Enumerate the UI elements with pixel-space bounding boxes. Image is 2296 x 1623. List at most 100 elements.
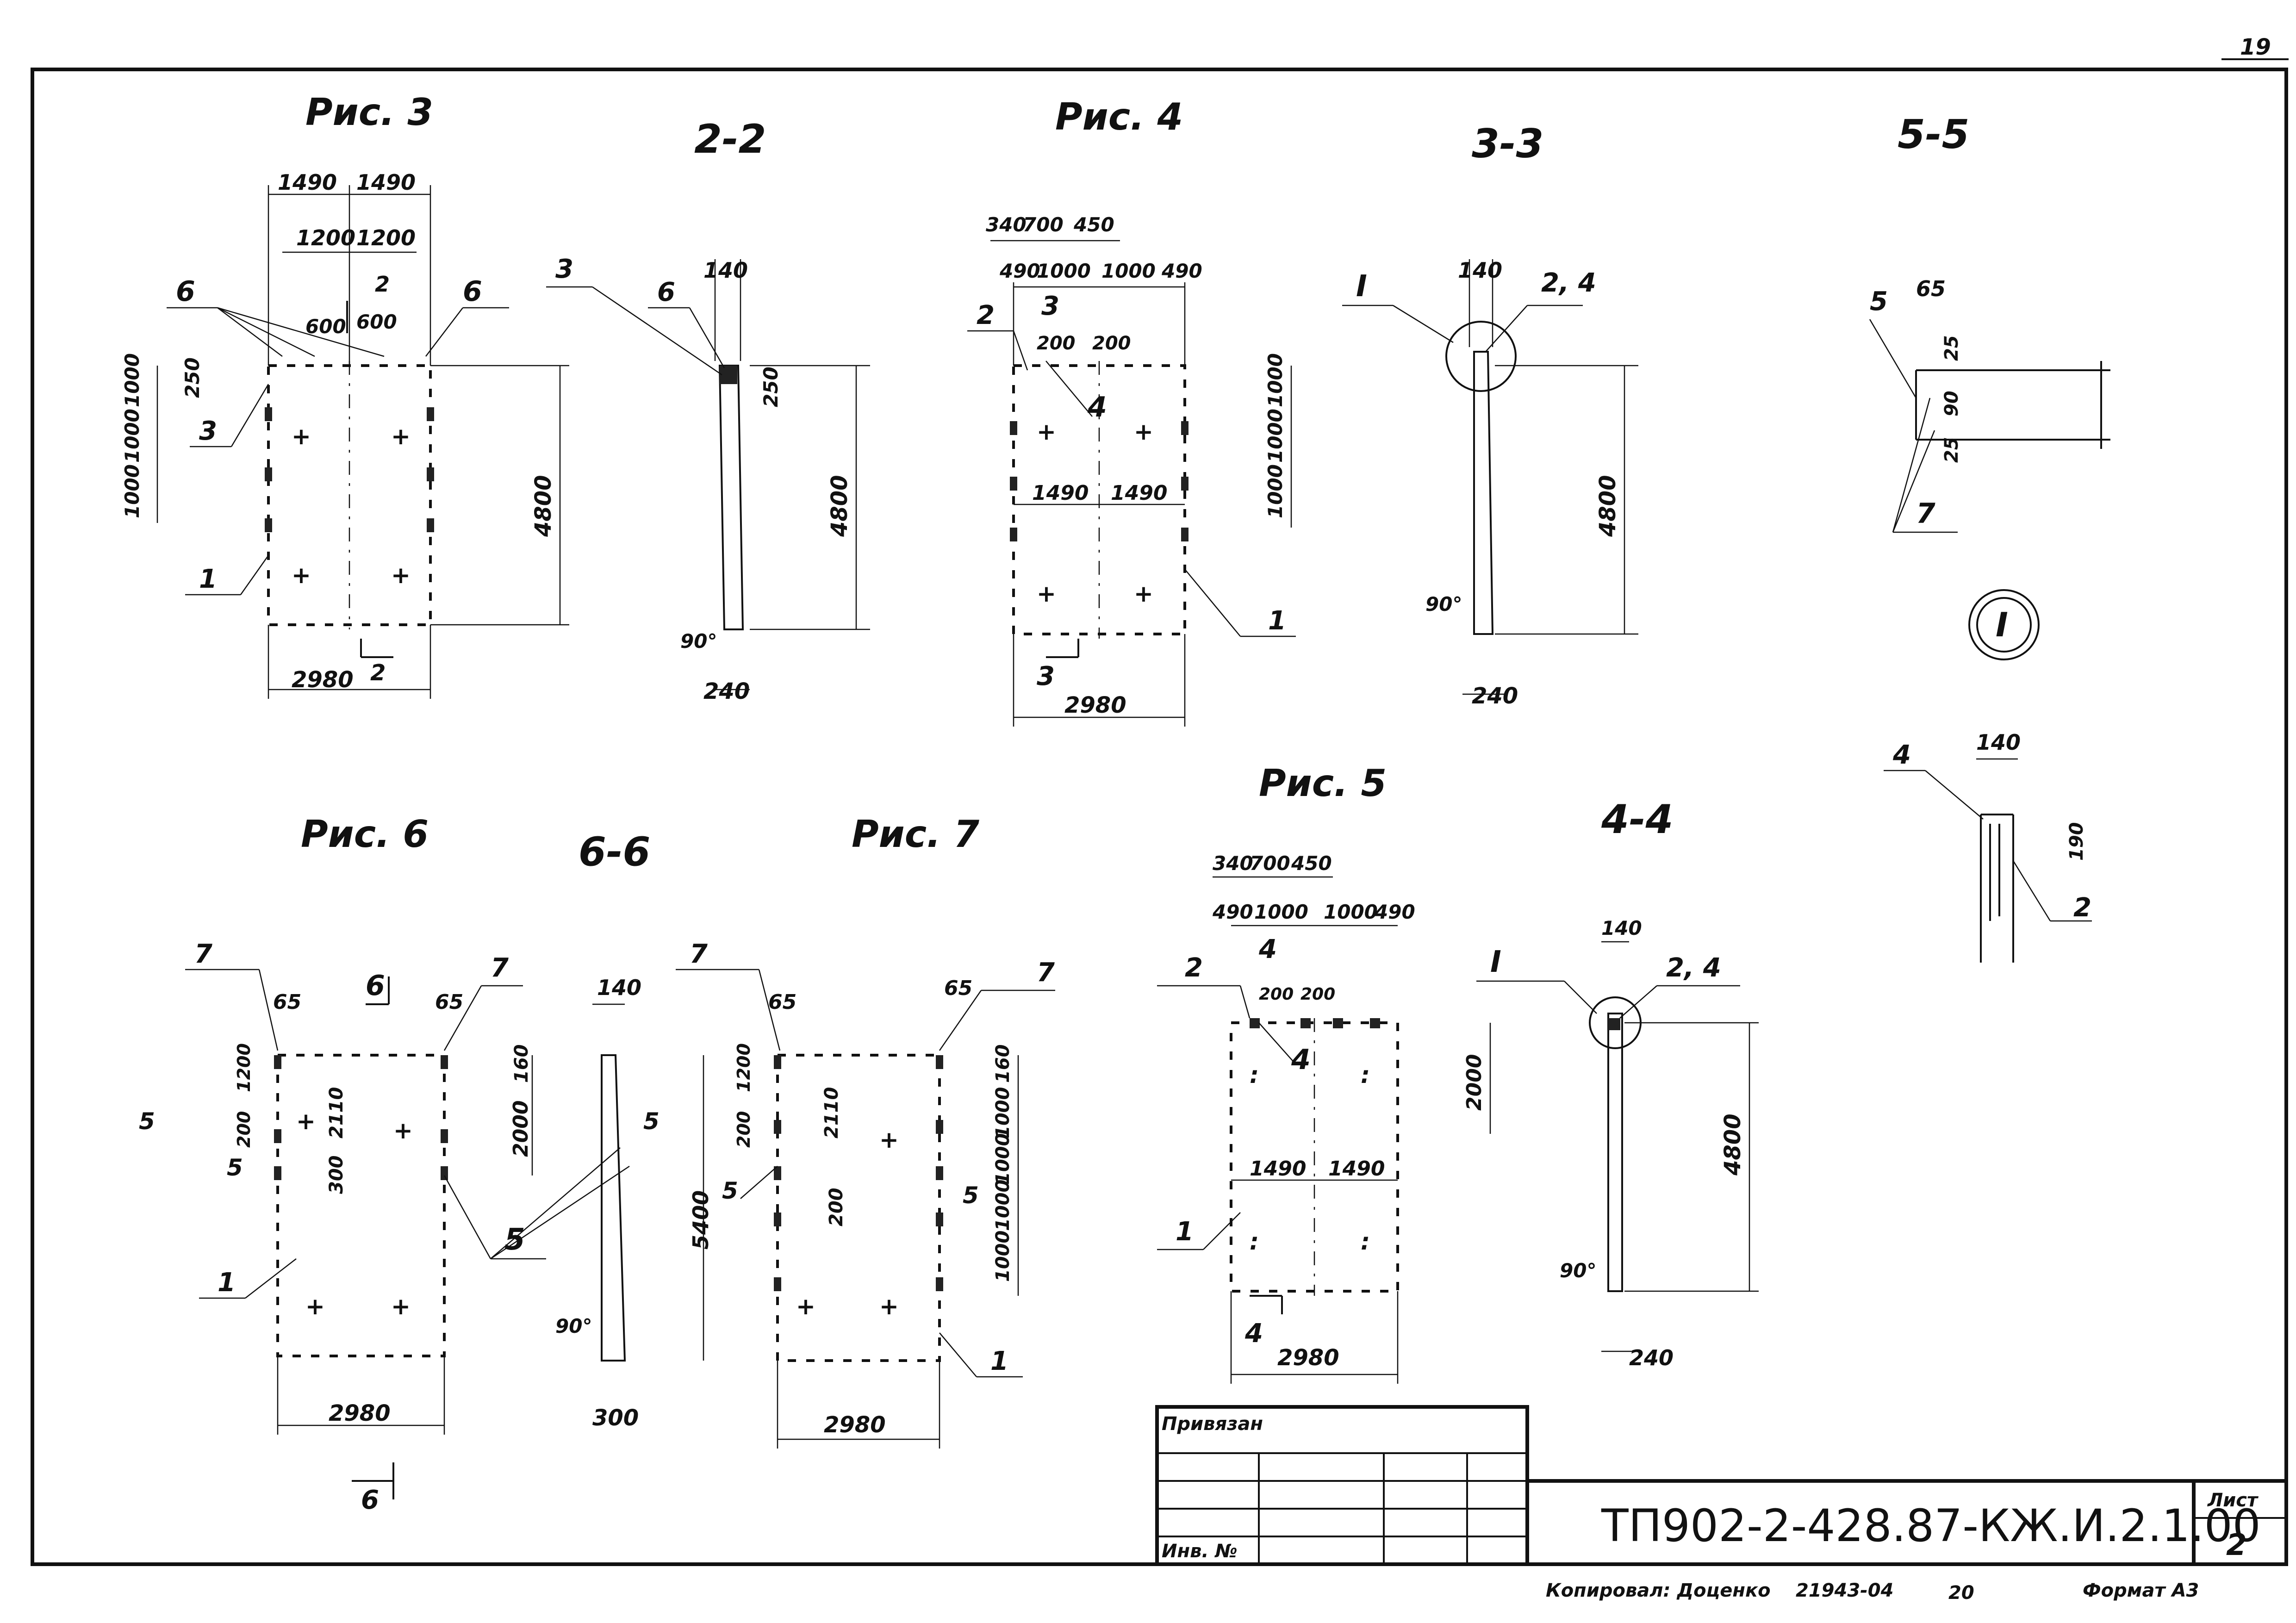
svg-text:4: 4 [1244,1318,1263,1349]
svg-text:1000: 1000 [1324,901,1378,923]
svg-text:7: 7 [1916,497,1935,530]
svg-text:240: 240 [1629,1345,1674,1370]
section-6-6-title: 6-6 [579,829,650,875]
copy-no: 20 [1948,1582,1974,1604]
svg-text:1000: 1000 [1037,260,1091,282]
svg-text:2, 4: 2, 4 [1666,953,1721,983]
detail-i-group: 140 4 190 2 [1884,730,2092,963]
svg-text:+: + [393,1117,413,1144]
svg-text:490: 490 [999,260,1040,282]
svg-text:65: 65 [1916,276,1946,301]
svg-text:1200: 1200 [356,225,416,250]
fig6-group: Рис. 6 ++ ++ 65 65 7 7 6 5 1200 200 2110… [139,813,630,1515]
sheet-label: Лист [2207,1490,2259,1511]
svg-text:4: 4 [1087,391,1107,423]
svg-text:2000: 2000 [1462,1054,1486,1111]
svg-text:5: 5 [722,1177,738,1204]
svg-text:1490: 1490 [1250,1157,1306,1181]
sheet-number: 2 [2226,1528,2247,1562]
svg-text:300: 300 [326,1156,347,1194]
svg-text:2: 2 [977,300,995,330]
svg-text:1000: 1000 [992,1180,1014,1231]
svg-text:1: 1 [1268,606,1286,636]
detail-i-badge [1968,589,2040,660]
fig4-title: Рис. 4 [1055,95,1183,138]
svg-text:25: 25 [1941,437,1962,463]
svg-text:1: 1 [199,564,217,594]
svg-text:7: 7 [690,939,708,969]
svg-text:1490: 1490 [1111,481,1167,505]
svg-text:490: 490 [1212,901,1253,923]
fig3-dim-2980: 2980 [292,667,354,693]
section-3-3-group: 3-3 140 I 2, 4 4800 90° 240 [1342,121,1638,709]
svg-text:2000: 2000 [509,1101,533,1157]
svg-text:5: 5 [643,1108,660,1135]
svg-text:1000: 1000 [121,353,143,407]
svg-text:+: + [292,562,311,589]
svg-text::: : [1361,1062,1370,1088]
svg-text:200: 200 [734,1111,754,1148]
svg-text:1200: 1200 [296,225,355,250]
svg-text:140: 140 [703,258,748,283]
section-6-6-group: 6-6 140 5400 90° 300 [555,829,713,1431]
fig3-dim-4800: 4800 [530,475,556,537]
svg-text:5: 5 [139,1108,155,1135]
svg-text:6: 6 [361,1485,379,1515]
svg-text:5: 5 [227,1154,243,1181]
svg-text:450: 450 [1073,213,1114,236]
fig7-dim-2980: 2980 [824,1412,886,1438]
svg-text:+: + [1134,418,1153,445]
inv-label: Инв. № [1162,1541,1238,1562]
svg-text:25: 25 [1941,335,1962,361]
fig6-title: Рис. 6 [301,813,429,856]
svg-text:4: 4 [1258,934,1277,964]
svg-text:340: 340 [986,213,1027,236]
copied-by: Копировал: Доценко [1546,1580,1771,1601]
svg-text:4: 4 [1892,740,1911,770]
svg-text:250: 250 [759,367,782,407]
svg-text:3: 3 [1037,661,1055,691]
svg-text:1: 1 [218,1268,236,1298]
svg-text:90: 90 [1941,391,1962,417]
svg-text:2110: 2110 [326,1087,347,1138]
svg-text:90°: 90° [1425,593,1462,616]
svg-text:1490: 1490 [1032,481,1089,505]
svg-text:5400: 5400 [688,1190,713,1250]
svg-text:1000: 1000 [121,409,143,463]
fig5-dim-2980: 2980 [1277,1345,1339,1371]
svg-text:65: 65 [944,976,972,1000]
svg-text:+: + [879,1126,899,1153]
bound-label: Привязан [1162,1413,1263,1435]
svg-text:1000: 1000 [1254,901,1308,923]
fig5-title: Рис. 5 [1259,762,1387,805]
svg-text:250: 250 [181,357,204,398]
archive-no: 21943-04 [1796,1580,1893,1601]
svg-text:5: 5 [963,1182,979,1209]
svg-text:+: + [1037,580,1056,607]
svg-text:160: 160 [992,1045,1014,1083]
svg-text:140: 140 [597,975,641,1000]
fig6-panel [276,1054,446,1357]
fig4-group: Рис. 4 ++ ++ 340 700 450 490 1000 1000 4… [967,95,1296,727]
fig3-dim-1490-left: 1490 [278,170,337,195]
section-2-2-title: 2-2 [694,116,766,162]
fig6-dim-2980: 2980 [329,1400,391,1426]
fig3-group: Рис. 3 ++ ++ 1490 1490 1200 1200 600 600… [121,91,569,699]
svg-text:3: 3 [199,416,217,446]
svg-text:160: 160 [511,1045,532,1083]
fig3-mark-6-left: 6 [176,275,195,308]
svg-text:1000: 1000 [992,1231,1014,1282]
section-3-3-detail: I [1356,269,1367,304]
svg-text:65: 65 [768,990,796,1014]
svg-text:+: + [391,562,411,589]
svg-text:1000: 1000 [992,1087,1014,1138]
svg-text:4800: 4800 [1720,1113,1746,1176]
svg-text:450: 450 [1291,852,1332,875]
svg-text:1000: 1000 [992,1133,1014,1185]
svg-text:700: 700 [1250,852,1290,875]
svg-text:65: 65 [435,990,463,1014]
svg-text:2110: 2110 [821,1087,842,1138]
svg-text:+: + [1134,580,1153,607]
section-5-5-title: 5-5 [1898,112,1969,158]
section-4-4-title: 4-4 [1601,796,1673,843]
